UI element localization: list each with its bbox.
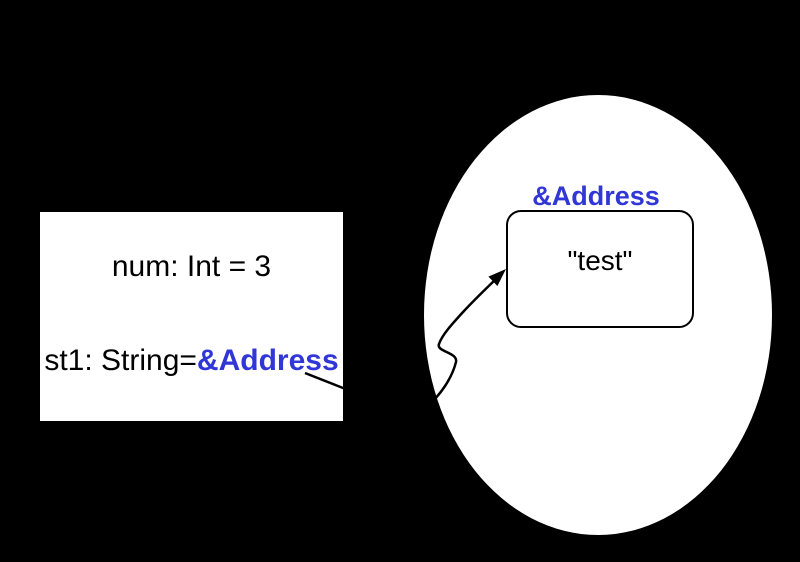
stack-var-st1-pointer: &Address [196,344,339,377]
stack-var-st1-declaration: st1: String= [44,344,197,377]
stack-frame-box [40,212,343,421]
heap-object-box [506,210,694,328]
pointer-arrowhead-icon [488,269,506,286]
pointer-arrow-line [304,273,502,408]
stack-var-st1: st1: String=&Address [40,346,343,376]
stack-var-num: num: Int = 3 [111,250,272,283]
heap-address-label: &Address [532,181,660,211]
heap-object-value: "test" [567,245,633,276]
